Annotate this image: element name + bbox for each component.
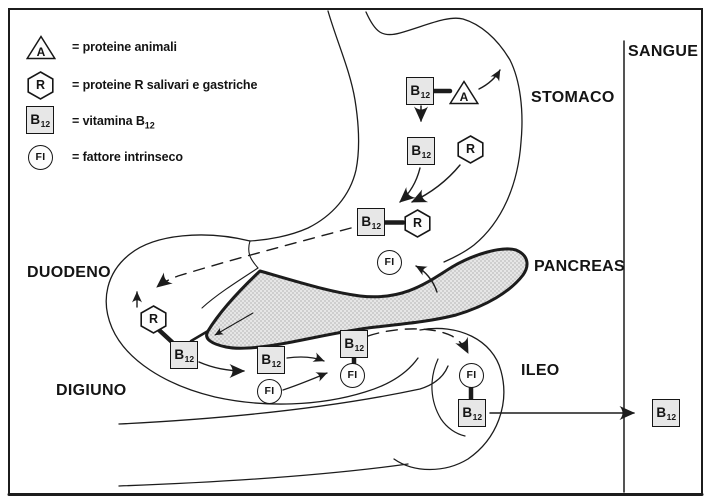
arrow-b12-duodenum-to-jejunum [198, 361, 245, 378]
arrow-r-to-complex [411, 164, 461, 203]
label-duodeno: DUODENO [27, 264, 111, 281]
arrow-b12-to-fi-complex [286, 352, 325, 362]
fi-label: FI [347, 369, 358, 382]
fi-label: FI [466, 369, 477, 382]
pancreatic-duct-junction [189, 329, 210, 343]
fi-circle-jejunum: FI [257, 379, 282, 404]
legend-text-proteine-animali: = proteine animali [72, 40, 177, 54]
legend-r-hexagon-icon: R [27, 71, 54, 100]
b12-label-sub: 12 [354, 342, 365, 353]
b12-label-sub: 12 [371, 220, 382, 231]
label-ileo: ILEO [521, 362, 560, 379]
label-digiuno: DIGIUNO [56, 382, 127, 399]
b12-label-sub: 12 [420, 89, 431, 100]
r-label: R [412, 216, 423, 231]
b12-label-sub: 12 [472, 411, 483, 422]
dashed-path-jejunum-to-ileum [367, 328, 469, 354]
bowel-line-lower [118, 463, 409, 487]
r-hexagon-duodenum: R [140, 305, 167, 334]
b12-label: B [462, 405, 473, 421]
fi-label: FI [264, 385, 275, 398]
pylorus-line [248, 240, 259, 269]
legend-fi-circle-icon: FI [28, 145, 53, 170]
legend-text-proteine-r: = proteine R salivari e gastriche [72, 78, 258, 92]
arrow-fi-to-complex [282, 372, 328, 391]
a-label: A [459, 89, 469, 104]
a-triangle-stomach: A [449, 80, 479, 105]
arrow-fi-secretion [415, 265, 438, 293]
label-stomaco: STOMACO [531, 89, 615, 106]
legend-a-label: A [36, 44, 46, 59]
legend-r-label: R [35, 78, 46, 93]
b12-label-sub: 12 [666, 411, 677, 422]
arrow-protein-release [478, 69, 501, 90]
b12-label-sub: 12 [40, 118, 51, 129]
dashed-path-stomach-to-duodenum [156, 227, 352, 288]
pancreas-shape [205, 247, 529, 350]
pancreatic-duct-arrow [214, 312, 254, 336]
fi-label: FI [384, 256, 395, 269]
b12-label: B [410, 83, 421, 99]
label-pancreas: PANCREAS [534, 258, 626, 275]
b12-label-sub: 12 [271, 358, 282, 369]
b12-label-sub: 12 [421, 149, 432, 160]
r-label: R [148, 312, 159, 327]
r-hexagon-complex: R [404, 209, 431, 238]
b12-label: B [174, 347, 185, 363]
stomach-wall-right [365, 11, 523, 263]
r-hexagon-stomach: R [457, 135, 484, 164]
fi-circle-complex: FI [340, 363, 365, 388]
b12-label: B [344, 336, 355, 352]
r-label: R [465, 142, 476, 157]
fi-label: FI [35, 151, 46, 164]
b12-label-sub: 12 [184, 353, 195, 364]
ileum-loop-inner [431, 358, 466, 437]
bond-r-b12-duodenum [156, 327, 175, 345]
b12-label: B [261, 352, 272, 368]
legend-text-vitamina: = vitamina B [72, 114, 145, 128]
b12-label: B [411, 143, 422, 159]
stomach-wall-left [249, 10, 360, 242]
fi-circle-pancreas: FI [377, 250, 402, 275]
b12-label: B [656, 405, 667, 421]
b12-label: B [361, 214, 372, 230]
b12-label: B [30, 112, 41, 128]
label-sangue: SANGUE [628, 43, 699, 60]
legend-a-triangle-icon: A [26, 35, 56, 60]
legend-text-vitamina-b12: = vitamina B12 [72, 114, 155, 131]
duodenum-loop [105, 234, 419, 405]
legend-text-fattore-intrinseco: = fattore intrinseco [72, 150, 183, 164]
ileum-loop-outer [393, 327, 505, 471]
arrow-b12-to-complex [399, 167, 421, 203]
legend-text-vitamina-sub: 12 [144, 120, 155, 131]
fi-circle-ileum: FI [459, 363, 484, 388]
bowel-line-upper [118, 365, 449, 425]
duodenum-inner-fold [201, 267, 259, 309]
